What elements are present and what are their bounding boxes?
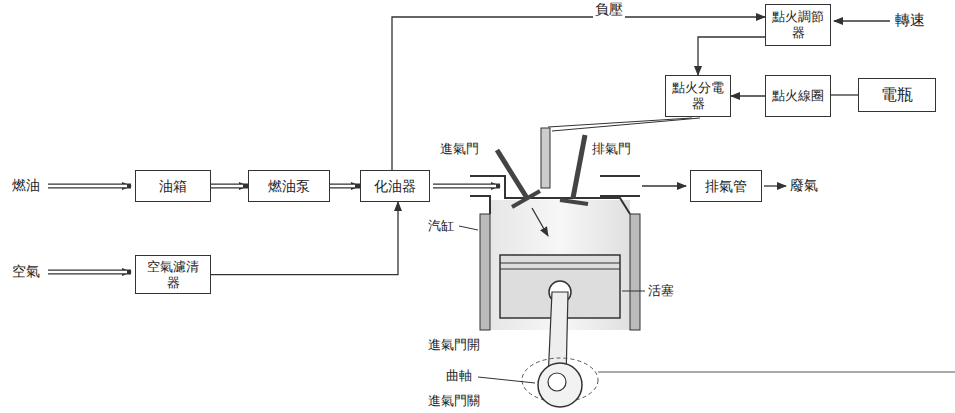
part-label: 曲軸 bbox=[446, 368, 472, 384]
part-label: 空氣 bbox=[12, 263, 40, 280]
part-label: 進氣門開 bbox=[428, 337, 480, 353]
process-box: 電瓶 bbox=[858, 78, 936, 112]
part-label: 排氣門 bbox=[592, 141, 631, 157]
part-label: 廢氣 bbox=[790, 177, 818, 194]
process-box: 點火調節器 bbox=[765, 4, 831, 46]
part-label: 燃油 bbox=[12, 177, 40, 194]
box-text: 排氣管 bbox=[705, 178, 747, 195]
box-text: 點火調節器 bbox=[771, 9, 825, 40]
box-text: 燃油泵 bbox=[268, 178, 310, 195]
process-box: 點火線圈 bbox=[765, 75, 831, 117]
flow-connector bbox=[392, 17, 765, 170]
box-text: 空氣濾清器 bbox=[141, 259, 205, 290]
flow-connector bbox=[698, 37, 765, 75]
process-box: 化油器 bbox=[360, 170, 430, 202]
edge-label: 負壓 bbox=[593, 1, 625, 18]
box-text: 化油器 bbox=[374, 178, 416, 195]
box-text: 點火分電器 bbox=[671, 80, 725, 111]
part-label: 進氣門 bbox=[440, 141, 479, 157]
part-label: 轉速 bbox=[895, 11, 925, 29]
process-box: 點火分電器 bbox=[665, 75, 731, 117]
process-box: 排氣管 bbox=[690, 170, 762, 202]
process-box: 燃油泵 bbox=[248, 170, 330, 202]
process-box: 空氣濾清器 bbox=[135, 255, 211, 294]
box-text: 點火線圈 bbox=[772, 88, 824, 104]
flow-connector bbox=[330, 186, 360, 187]
process-box: 油箱 bbox=[135, 170, 211, 202]
flow-connector bbox=[211, 186, 248, 187]
part-label: 進氣門關 bbox=[428, 393, 480, 409]
box-text: 電瓶 bbox=[881, 85, 913, 104]
flow-connector bbox=[831, 95, 858, 96]
flow-connector bbox=[731, 96, 765, 97]
part-label: 汽缸 bbox=[428, 218, 454, 234]
flow-connector bbox=[211, 202, 398, 275]
box-text: 油箱 bbox=[159, 178, 187, 195]
part-label: 活塞 bbox=[648, 283, 674, 299]
